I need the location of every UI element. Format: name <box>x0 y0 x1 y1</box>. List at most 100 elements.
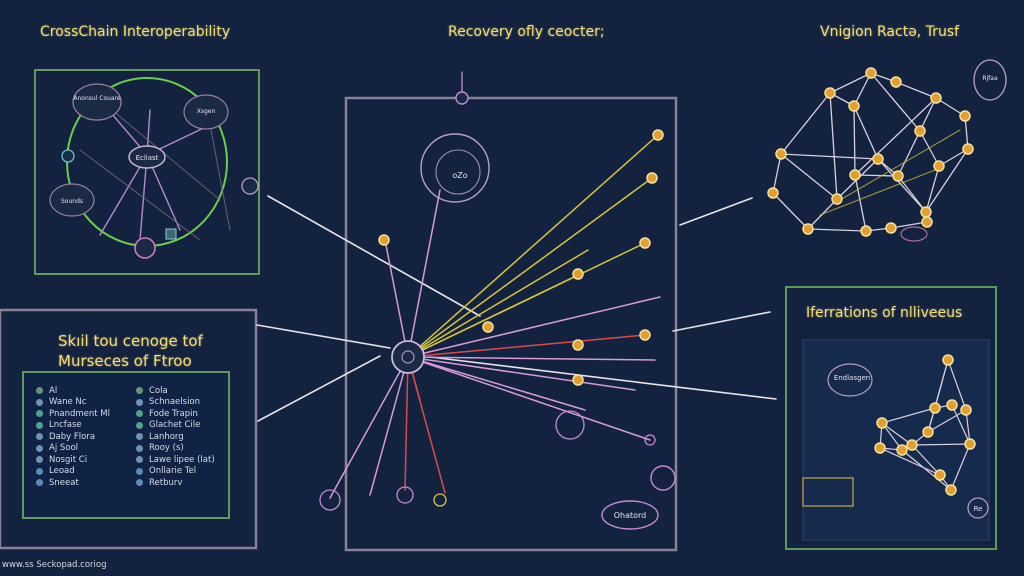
legend-label: Lawe lipee (lat) <box>149 454 215 465</box>
iteration-node <box>960 404 972 416</box>
legend-label: Glachet Cile <box>149 420 201 431</box>
legend-label: Fode Trapin <box>149 408 198 419</box>
network-edge <box>890 221 928 229</box>
recovery-ray <box>407 356 656 361</box>
title-cross-chain: CrossChain Interoperability <box>40 24 231 40</box>
legend-label: Al <box>49 385 58 396</box>
iteration-edge <box>879 447 941 476</box>
network-node <box>885 222 897 234</box>
network-edge-accent <box>839 129 961 201</box>
title-mission: Vnigion Ractə, Trusf <box>820 24 960 40</box>
frame-recovery <box>344 96 678 552</box>
recovery-ray <box>369 356 409 496</box>
iteration-node <box>964 438 976 450</box>
recovery-gold-node <box>572 268 584 280</box>
network-node <box>831 193 843 205</box>
chain-node <box>183 94 229 130</box>
network-edge <box>780 153 879 160</box>
network-node <box>959 110 971 122</box>
legend-label: Sneeat <box>49 477 79 488</box>
footer-url: www.ss Seckopad.coriog <box>2 560 107 570</box>
bullet-dot-icon <box>136 398 143 406</box>
chain-link-faint <box>79 149 201 241</box>
network-edge <box>895 81 937 99</box>
recovery-ray <box>407 273 581 358</box>
legend-item: Nosgit Ci <box>36 454 110 466</box>
bullet-dot-icon <box>36 410 43 418</box>
bullet-dot-icon <box>136 444 143 452</box>
network-node <box>767 187 779 199</box>
network-edge <box>807 228 867 232</box>
chain-side-node <box>61 149 75 163</box>
bullet-dot-icon <box>36 387 43 395</box>
iteration-bubble <box>827 363 873 397</box>
recovery-bottom-node <box>433 493 447 507</box>
iteration-node <box>934 469 946 481</box>
bullet-dot-icon <box>136 433 143 441</box>
legend-item: Rooy (s) <box>136 443 215 455</box>
iteration-node <box>876 417 888 429</box>
network-node <box>890 76 902 88</box>
bullet-dot-icon <box>36 467 43 475</box>
legend-item: Leoad <box>36 466 110 478</box>
iteration-node <box>874 442 886 454</box>
recovery-ray <box>407 296 661 358</box>
legend-item: Wane Nc <box>36 397 110 409</box>
network-node <box>824 87 836 99</box>
legend-item: Sneeat <box>36 477 110 489</box>
network-node <box>865 67 877 79</box>
network-edge <box>853 105 856 176</box>
recovery-top-node <box>455 91 469 105</box>
recovery-gold-node <box>652 129 664 141</box>
network-edge <box>925 148 969 213</box>
mission-side-label: Rjfaa <box>982 75 998 82</box>
legend-label: Aj Sool <box>49 443 79 454</box>
legend-label: Pnandment Ml <box>49 408 110 419</box>
title-recovery: Recovery ofly ceocter; <box>448 24 605 40</box>
frame-skill <box>0 308 258 550</box>
legend-label: Onllarie Tel <box>149 466 197 477</box>
legend-item: Glachet Cile <box>136 420 215 432</box>
title-iterations: Iferrations of nlliveeus <box>806 305 963 321</box>
iteration-bubble-label: Endlasgen <box>834 374 870 382</box>
recovery-hub <box>391 340 425 374</box>
legend-label: Lncfase <box>49 420 82 431</box>
label-bubble-text: Ohatord <box>614 511 647 520</box>
recovery-ray <box>407 177 653 358</box>
legend-label: Daby Flora <box>49 431 96 442</box>
bullet-dot-icon <box>36 479 43 487</box>
recovery-bottom-node <box>319 489 341 511</box>
bullet-dot-icon <box>36 421 43 429</box>
network-edge-accent <box>819 169 936 216</box>
legend-label: Wane Nc <box>49 397 87 408</box>
iteration-edge <box>881 407 936 424</box>
legend-item: Onllarie Tel <box>136 466 215 478</box>
spiral-node <box>650 465 676 491</box>
network-node <box>775 148 787 160</box>
bullet-dot-icon <box>136 456 143 464</box>
iteration-node <box>896 444 908 456</box>
recovery-ray <box>404 356 409 491</box>
network-node <box>849 169 861 181</box>
iteration-node <box>906 439 918 451</box>
network-node <box>872 153 884 165</box>
legend-item: Lncfase <box>36 420 110 432</box>
iteration-node <box>946 399 958 411</box>
network-node <box>962 143 974 155</box>
legend-item: Lanhorg <box>136 431 215 443</box>
recovery-gold-node <box>572 339 584 351</box>
chain-square-node <box>165 228 177 240</box>
legend-item: Fode Trapin <box>136 408 215 420</box>
recovery-bottom-node <box>396 486 414 504</box>
network-node <box>921 216 933 228</box>
iteration-edge <box>911 443 971 446</box>
bullet-dot-icon <box>36 444 43 452</box>
recovery-ray <box>407 356 636 391</box>
iteration-edge <box>950 443 971 491</box>
recovery-ray <box>384 239 409 358</box>
mission-tag <box>900 226 928 242</box>
network-edge <box>919 130 940 167</box>
